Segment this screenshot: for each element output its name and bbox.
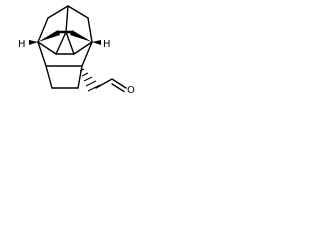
bond (67, 5, 89, 19)
hash-line (81, 72, 89, 77)
double-bond (111, 78, 127, 89)
bond (55, 31, 67, 55)
hashed-bond (79, 68, 101, 92)
bond (87, 17, 93, 43)
bond (73, 41, 93, 55)
bond (45, 65, 53, 89)
bond (95, 78, 113, 89)
double-bond (111, 83, 125, 93)
bond (37, 17, 49, 43)
atom-label-oxygen: O (127, 85, 135, 96)
hash-line (87, 84, 101, 92)
hash-line (79, 68, 85, 72)
aldehyde-group (95, 78, 127, 93)
hash-line (83, 76, 93, 82)
bond (77, 65, 83, 89)
bond (37, 41, 47, 67)
wedge-bond (70, 30, 92, 42)
structure-canvas: H H O (0, 0, 148, 109)
bond (65, 31, 75, 55)
bond (37, 41, 57, 55)
molecule-structure: H H O (18, 5, 135, 96)
atom-label-h-right: H (103, 39, 111, 50)
bond (47, 5, 69, 19)
hash-line (85, 80, 97, 87)
wedge-bond (38, 30, 60, 42)
cage-bonds (37, 5, 93, 89)
wedge-bond-h-left (29, 40, 38, 45)
atom-label-h-left: H (18, 39, 26, 50)
bond (65, 5, 69, 33)
wedge-bond-h-right (92, 40, 101, 45)
bond (81, 41, 93, 67)
